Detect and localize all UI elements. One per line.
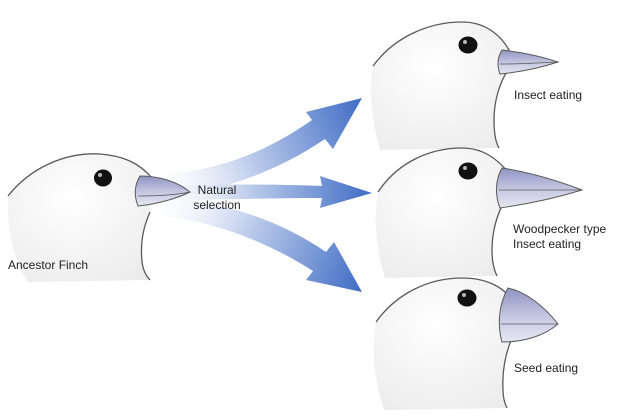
insect-eating-finch-head — [370, 21, 560, 150]
woodpecker-eye — [458, 162, 478, 180]
insect-beak — [497, 49, 560, 75]
woodpecker-line1: Woodpecker type — [513, 222, 607, 236]
insect-eye — [458, 36, 478, 54]
woodpecker-finch-head — [375, 147, 584, 278]
natural-selection-line1: Natural — [197, 183, 237, 197]
natural-selection-line2: selection — [193, 198, 241, 212]
woodpecker-label: Woodpecker type Insect eating — [513, 222, 606, 252]
woodpecker-line2: Insect eating — [513, 237, 582, 251]
woodpecker-beak — [496, 167, 584, 209]
arrow-to-woodpecker — [170, 176, 372, 208]
ancestor-beak — [134, 175, 191, 207]
arrow-to-insect-eating — [150, 98, 362, 198]
ancestor-finch-label: Ancestor Finch — [8, 258, 89, 272]
seed-eye — [457, 289, 477, 307]
branching-arrows — [150, 98, 372, 292]
natural-selection-label: Natural selection — [182, 183, 252, 213]
seed-eating-label: Seed eating — [514, 361, 579, 375]
ancestor-finch-head — [7, 153, 191, 282]
insect-eating-label: Insect eating — [514, 88, 583, 102]
seed-beak — [498, 287, 559, 343]
ancestor-eye — [94, 169, 112, 187]
seed-eating-finch-head — [373, 277, 559, 410]
arrow-to-seed-eating — [150, 196, 362, 292]
